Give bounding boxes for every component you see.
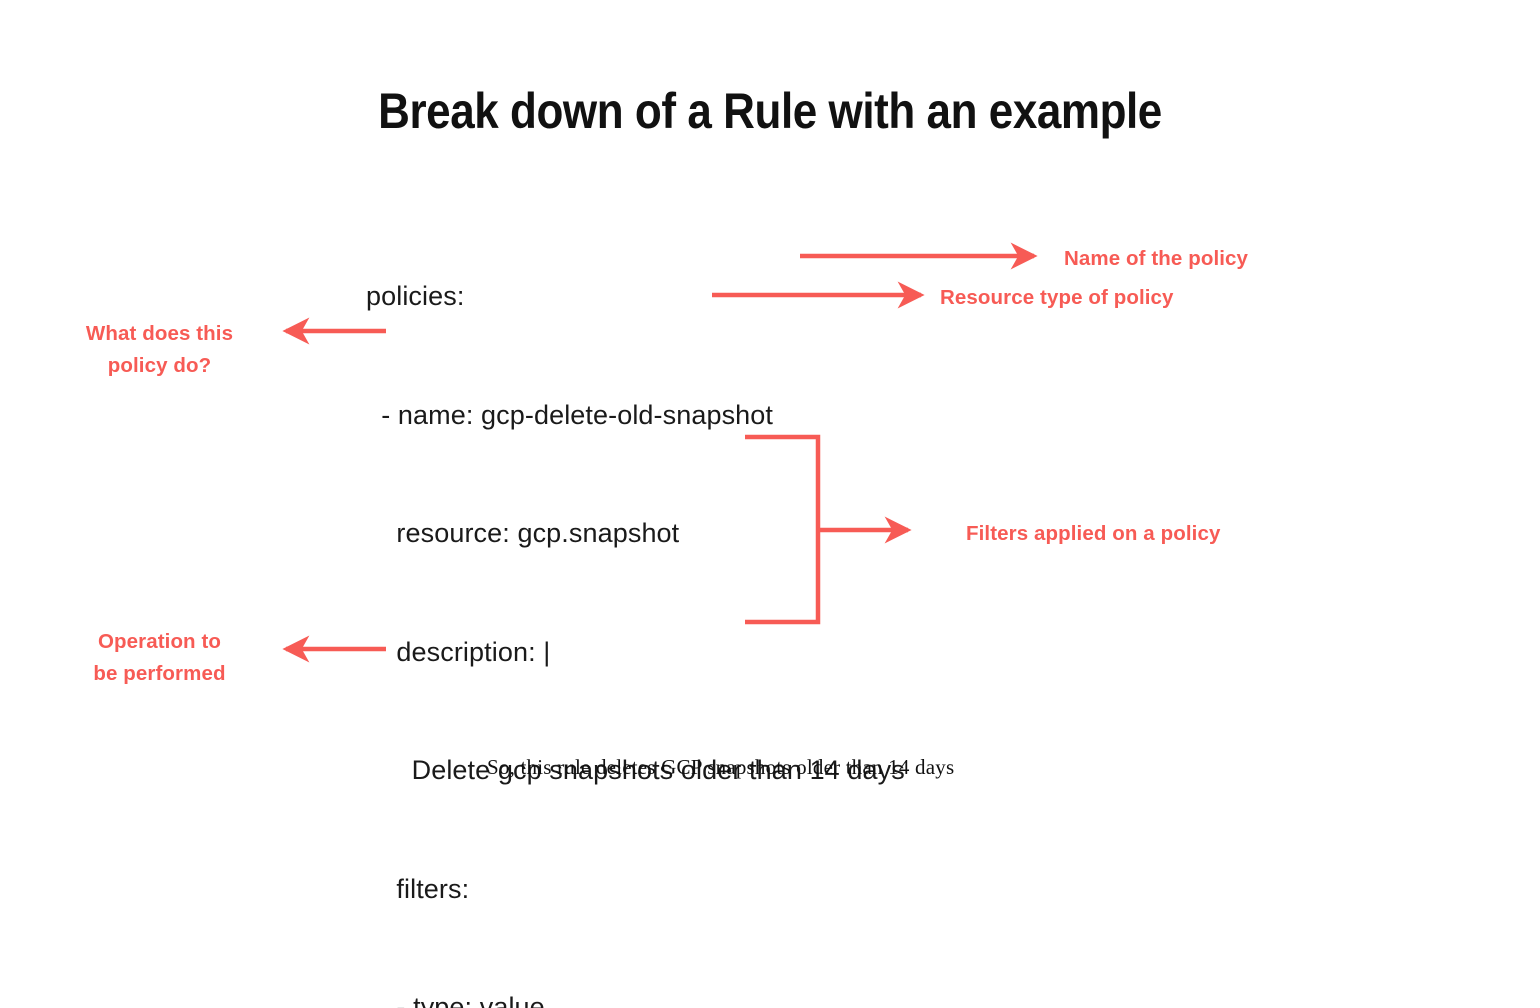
yaml-code-block: policies: - name: gcp-delete-old-snapsho… [366,198,905,1008]
annotation-name-of-the-policy: Name of the policy [1064,247,1249,270]
annotation-operation-to-be-performed: Operation to be performed [93,630,226,685]
yaml-line-filter-type: - type: value [366,992,545,1008]
yaml-line-policies: policies: [366,281,465,311]
yaml-line-description-body: Delete gcp snapshots older than 14 days [366,755,905,785]
page-title: Break down of a Rule with an example [378,83,1162,139]
yaml-line-filters: filters: [366,873,470,904]
yaml-line-name: - name: gcp-delete-old-snapshot [366,399,774,430]
annotation-what-does-this-policy-do: What does this policy do? [85,322,234,377]
annotation-filters-applied-on-a-policy: Filters applied on a policy [966,522,1221,545]
yaml-line-resource: resource: gcp.snapshot [366,518,680,548]
summary-caption: So, this rule deletes GCP snapshots olde… [487,755,955,779]
yaml-line-description: description: | [366,636,551,667]
annotation-resource-type-of-policy: Resource type of policy [940,286,1174,309]
